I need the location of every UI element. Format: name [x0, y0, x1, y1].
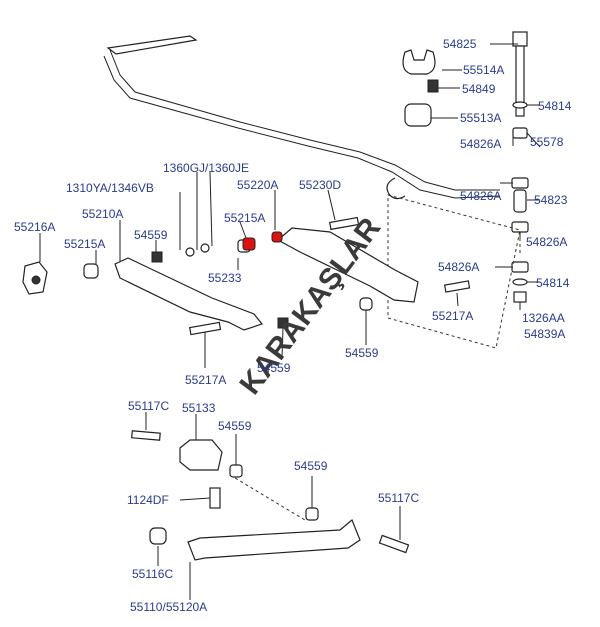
lower-bracket	[131, 430, 243, 509]
label-55110-55120a: 55110/55120A	[130, 600, 207, 614]
label-55215a: 55215A	[224, 211, 265, 225]
label-54826a: 54826A	[460, 189, 501, 203]
part-labels: 54825 55514A 54849 54814 55513A 54826A 5…	[14, 37, 572, 614]
label-54826a: 54826A	[460, 137, 501, 151]
label-55514a: 55514A	[463, 63, 504, 77]
label-54559: 54559	[134, 228, 168, 242]
label-55133: 55133	[182, 401, 216, 415]
lower-arm-left	[22, 239, 289, 336]
label-55233: 55233	[208, 271, 242, 285]
label-55215a: 55215A	[64, 237, 105, 251]
label-55230d: 55230D	[299, 178, 341, 192]
label-1310ya-1346vb: 1310YA/1346VB	[66, 181, 154, 195]
label-55578: 55578	[530, 135, 564, 149]
label-54839a: 54839A	[524, 327, 565, 341]
stabilizer-bar	[103, 35, 501, 200]
stabilizer-link	[402, 31, 529, 303]
label-54849: 54849	[462, 82, 496, 96]
label-55117c: 55117C	[378, 491, 419, 505]
bushing-55215a	[242, 237, 256, 251]
label-55116c: 55116C	[132, 567, 173, 581]
label-1360gj-1360je: 1360GJ/1360JE	[163, 161, 249, 175]
label-55216a: 55216A	[14, 220, 55, 234]
bushing-55220a	[271, 231, 283, 243]
label-54826a: 54826A	[438, 260, 479, 274]
label-55117c: 55117C	[128, 399, 169, 413]
label-54559: 54559	[294, 459, 328, 473]
label-54559: 54559	[218, 419, 252, 433]
label-55217a: 55217A	[185, 373, 226, 387]
label-54826a: 54826A	[526, 235, 567, 249]
label-55220a: 55220A	[237, 178, 278, 192]
label-54823: 54823	[534, 193, 568, 207]
label-54814: 54814	[536, 276, 570, 290]
label-1124df: 1124DF	[127, 493, 169, 507]
leader-lines	[39, 43, 541, 600]
label-54814: 54814	[538, 99, 572, 113]
label-54559: 54559	[345, 346, 379, 360]
lateral-rod	[149, 507, 410, 561]
label-1326aa: 1326AA	[522, 311, 565, 325]
label-55217a: 55217A	[432, 309, 473, 323]
label-55513a: 55513A	[460, 111, 501, 125]
label-54559: 54559	[257, 361, 291, 375]
label-55210a: 55210A	[82, 207, 123, 221]
lower-arm-right	[276, 216, 471, 311]
label-54825: 54825	[443, 37, 477, 51]
